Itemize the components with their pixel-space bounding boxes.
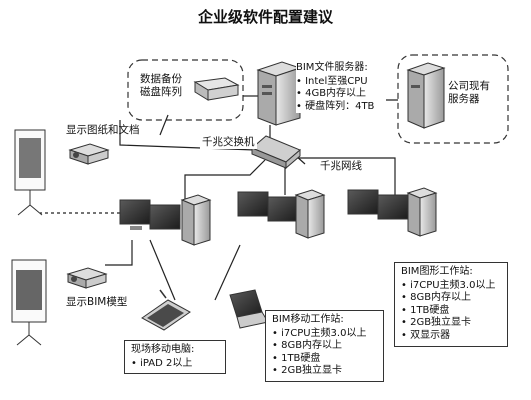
disk-array-icon <box>193 77 240 101</box>
bim-mobile-workstation-spec-item: 8GB内存以上 <box>272 340 377 353</box>
mobile-pc-spec: 现场移动电脑: iPAD 2以上 <box>124 340 226 375</box>
bim-graphics-workstation-spec-item: 1TB硬盘 <box>401 305 501 318</box>
bim-mobile-workstation-spec-item: 1TB硬盘 <box>272 353 377 366</box>
bim-file-server-spec: BIM文件服务器: Intel至强CPU 4GB内存以上 硬盘阵列：4TB <box>296 62 386 114</box>
backup-label: 数据备份 磁盘阵列 <box>140 73 182 98</box>
workstation-left-icon <box>119 194 212 246</box>
bim-graphics-workstation-spec-item: 2GB独立显卡 <box>401 317 501 330</box>
bim-mobile-workstation-title: BIM移动工作站: <box>272 314 344 325</box>
bim-file-server-spec-item: 硬盘阵列：4TB <box>296 101 386 114</box>
projector-icon <box>68 143 110 165</box>
bim-file-server-spec-item: Intel至强CPU <box>296 76 386 89</box>
gigabit-switch-icon <box>251 135 301 170</box>
mobile-pc-spec-item: iPAD 2以上 <box>131 358 219 371</box>
laptop-icon <box>229 289 269 329</box>
switch-label: 千兆交换机 <box>200 136 257 149</box>
server-tower-icon <box>256 61 302 126</box>
mobile-pc-title: 现场移动电脑: <box>131 344 195 355</box>
display-docs-label: 显示图纸和文档 <box>66 124 140 136</box>
bim-graphics-workstation-spec-item: 8GB内存以上 <box>401 292 501 305</box>
company-server-icon <box>406 62 446 129</box>
bim-file-server-spec-item: 4GB内存以上 <box>296 88 386 101</box>
display-bim-label: 显示BIM模型 <box>66 296 128 308</box>
page-title: 企业级软件配置建议 <box>197 8 333 26</box>
network-cable-label: 千兆网线 <box>318 160 364 173</box>
bim-graphics-workstation-title: BIM图形工作站: <box>401 266 473 277</box>
tablet-icon <box>141 289 191 331</box>
bim-graphics-workstation-spec-item: i7CPU主频3.0以上 <box>401 280 501 293</box>
company-server-group-outline <box>397 54 509 144</box>
bim-mobile-workstation-spec-item: 2GB独立显卡 <box>272 365 377 378</box>
bim-file-server-title: BIM文件服务器: <box>296 62 368 73</box>
bim-graphics-workstation-spec-item: 双显示器 <box>401 330 501 343</box>
backup-group-outline <box>127 59 244 121</box>
workstation-middle-icon <box>237 189 326 239</box>
projection-screen-bim-icon <box>11 259 47 346</box>
bim-mobile-workstation-spec: BIM移动工作站: i7CPU主频3.0以上 8GB内存以上 1TB硬盘 2GB… <box>265 310 384 382</box>
projection-screen-icon <box>14 129 46 216</box>
bim-mobile-workstation-spec-item: i7CPU主频3.0以上 <box>272 328 377 341</box>
workstation-right-icon <box>347 187 438 237</box>
bim-graphics-workstation-spec: BIM图形工作站: i7CPU主频3.0以上 8GB内存以上 1TB硬盘 2GB… <box>394 262 508 347</box>
company-server-label: 公司现有 服务器 <box>448 80 490 105</box>
projector-bim-icon <box>66 267 108 289</box>
